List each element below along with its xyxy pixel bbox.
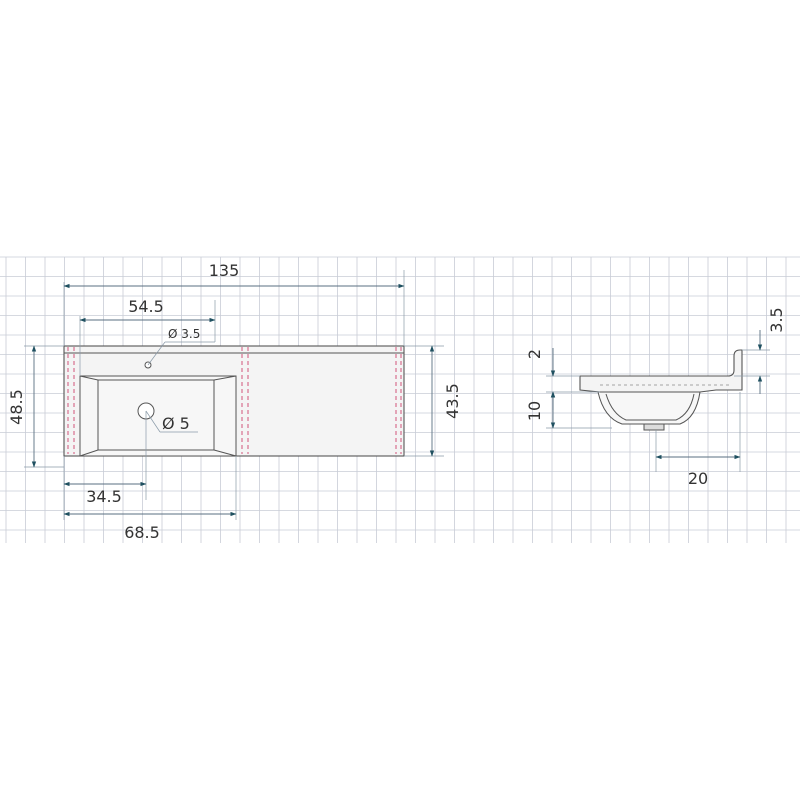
hidden-support-lines xyxy=(67,347,402,454)
label-48-5: 48.5 xyxy=(7,389,26,425)
label-tap-hole: Ø 3.5 xyxy=(168,327,200,341)
label-34-5: 34.5 xyxy=(86,487,122,506)
drain-pipe xyxy=(643,423,665,431)
label-3-5: 3.5 xyxy=(767,307,786,332)
label-2: 2 xyxy=(525,349,544,359)
label-54-5: 54.5 xyxy=(128,297,164,316)
bowl-top-view xyxy=(79,375,237,457)
label-drain-hole: Ø 5 xyxy=(162,414,190,433)
label-43-5: 43.5 xyxy=(443,383,462,419)
label-135: 135 xyxy=(209,261,240,280)
side-profile xyxy=(579,349,743,393)
label-10: 10 xyxy=(525,401,544,421)
side-view: 2 10 3.5 20 xyxy=(525,307,786,488)
label-20: 20 xyxy=(688,469,708,488)
top-view: 135 54.5 Ø 3.5 Ø 5 34.5 68.5 48.5 43.5 xyxy=(7,261,462,542)
side-bowl xyxy=(597,391,701,425)
label-68-5: 68.5 xyxy=(124,523,160,542)
